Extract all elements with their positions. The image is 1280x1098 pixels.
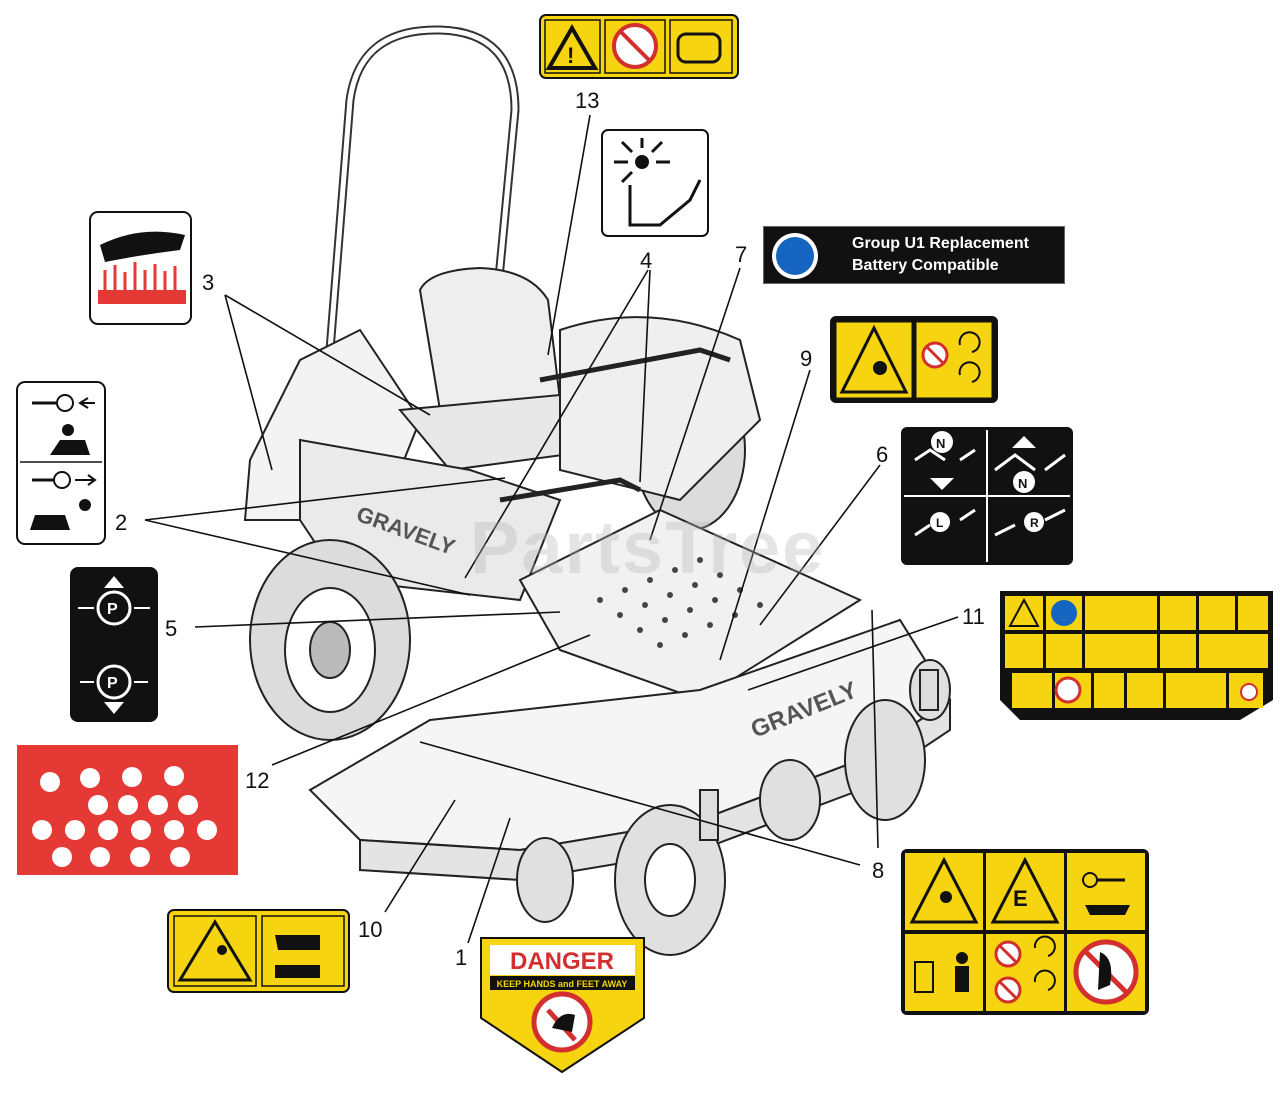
- callout-12: 12: [245, 768, 269, 793]
- warning-triangle-icon: [177, 919, 253, 982]
- danger-title: DANGER: [510, 948, 614, 975]
- hand-icon: [628, 179, 702, 227]
- svg-text:N: N: [1018, 476, 1027, 491]
- callout-7: 7: [735, 242, 747, 267]
- decal-13-battery-explosion: [601, 129, 709, 237]
- explosion-icon: [635, 155, 649, 169]
- battery-line-1: Group U1 Replacement: [852, 235, 1029, 252]
- callout-11: 11: [962, 604, 985, 629]
- warning-triangle-icon: [1008, 597, 1040, 627]
- foot-icon: [275, 935, 320, 950]
- callout-6: 6: [876, 442, 888, 467]
- decal-battery-compatible: Group U1 Replacement Battery Compatible: [763, 226, 1065, 284]
- person-icon: [956, 952, 968, 964]
- warning-triangle-icon: [839, 324, 909, 394]
- neutral-icon: [1013, 471, 1035, 493]
- no-hands-icon: [1240, 683, 1258, 701]
- mower-illustration: [243, 25, 952, 956]
- svg-text:E: E: [1013, 886, 1028, 911]
- svg-text:L: L: [936, 516, 943, 530]
- leader-lines: [144, 114, 959, 944]
- decal-11-operator-safety: [1000, 591, 1273, 720]
- arrow-down-icon: [930, 478, 954, 490]
- decal-5-parking-brake: P P: [70, 567, 158, 722]
- svg-text:!: !: [567, 43, 574, 68]
- callout-3: 3: [202, 270, 214, 295]
- manual-icon: [1051, 600, 1077, 626]
- push-person-icon: [79, 499, 91, 511]
- arrow-up-icon: [1012, 436, 1036, 448]
- decal-3-hot-surface: [89, 211, 192, 325]
- callout-13: 13: [575, 88, 599, 113]
- decal-9-entanglement: [830, 316, 998, 403]
- neutral-icon: [931, 431, 953, 453]
- read-manual-icon: [772, 233, 818, 279]
- callout-1: 1: [455, 945, 467, 970]
- hand-icon: [100, 231, 185, 262]
- decal-height-of-cut: [17, 745, 238, 875]
- callout-9: 9: [800, 346, 812, 371]
- rotating-icon: [1033, 935, 1056, 957]
- svg-text:N: N: [936, 436, 945, 451]
- left-turn-icon: [930, 512, 950, 532]
- distance-icon: [914, 961, 934, 993]
- fuel-tank-icon: [676, 32, 722, 64]
- right-turn-icon: [1024, 512, 1044, 532]
- parking-brake-icon: [96, 590, 132, 626]
- danger-subtitle: KEEP HANDS and FEET AWAY: [497, 979, 628, 989]
- warning-triangle-icon: [990, 856, 1060, 924]
- svg-text:P: P: [107, 675, 118, 692]
- warning-triangle-icon: [909, 856, 979, 924]
- warning-triangle-icon: [545, 23, 599, 70]
- decal-fuel-warning: !: [539, 14, 739, 79]
- parking-brake-icon: [96, 664, 132, 700]
- watermark: PartsTree: [470, 506, 826, 589]
- arrow-down-icon: [104, 702, 124, 714]
- callout-2: 2: [115, 510, 127, 535]
- arrow-up-icon: [104, 576, 124, 588]
- battery-line-2: Battery Compatible: [852, 257, 999, 274]
- arrow-right-icon: [75, 474, 97, 486]
- callout-4: 4: [640, 248, 652, 273]
- decal-8-deck-safety: E: [901, 849, 1149, 1015]
- callout-10: 10: [358, 917, 382, 942]
- no-passengers-icon: [1054, 676, 1082, 704]
- decal-10-crush-hazard: [167, 909, 350, 993]
- operator-icon: [62, 424, 74, 436]
- decal-1-danger: DANGER KEEP HANDS and FEET AWAY: [480, 937, 645, 1074]
- rotating-icon: [958, 331, 981, 353]
- callout-5: 5: [165, 616, 177, 641]
- arrow-left-icon: [78, 397, 95, 409]
- svg-text:R: R: [1030, 516, 1039, 530]
- svg-text:P: P: [107, 601, 118, 618]
- callout-8: 8: [872, 858, 884, 883]
- decal-2-drive-release: [16, 381, 106, 545]
- decal-6-motion-control: N N L R: [901, 427, 1073, 565]
- manual-icon: [1085, 905, 1130, 915]
